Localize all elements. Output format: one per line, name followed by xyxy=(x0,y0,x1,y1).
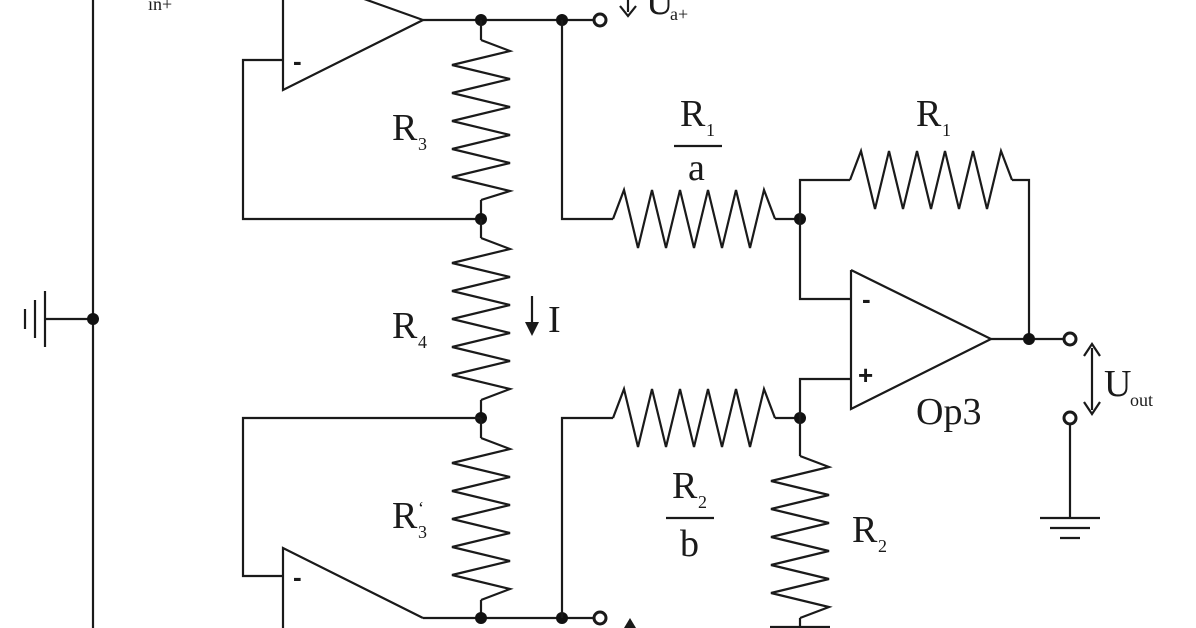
svg-text:R: R xyxy=(392,305,418,347)
svg-text:R: R xyxy=(672,465,698,507)
svg-text:4: 4 xyxy=(418,332,427,352)
resistor-r3 xyxy=(451,38,515,202)
ua-minus-terminal xyxy=(592,610,608,626)
svg-text:R: R xyxy=(392,107,418,149)
op3-minus: - xyxy=(862,284,871,314)
bottom-opamp-minus: - xyxy=(293,562,302,592)
resistor-r2-over-b xyxy=(611,385,777,448)
op3-triangle xyxy=(849,269,994,411)
svg-text:1: 1 xyxy=(706,120,715,140)
current-arrow-icon xyxy=(525,296,539,336)
svg-text:a: a xyxy=(688,147,705,189)
ua-terminal xyxy=(592,12,608,28)
svg-text:U: U xyxy=(1104,363,1131,405)
r4-label: R 4 xyxy=(392,305,427,352)
r3-prime-label: R ‘ 3 xyxy=(392,495,427,542)
wire-ua-to-r1a xyxy=(560,20,613,221)
ua-arrow-icon xyxy=(619,0,637,18)
op3-label: Op3 xyxy=(916,391,981,433)
ua-minus-arrow-icon xyxy=(624,618,636,628)
output-ground-icon xyxy=(1040,516,1100,540)
top-opamp-triangle xyxy=(281,0,426,92)
top-feedback-wire xyxy=(241,58,481,221)
resistor-r1 xyxy=(848,147,1014,210)
resistor-r3-prime xyxy=(451,436,514,602)
uout-terminal-top xyxy=(1062,331,1078,347)
svg-text:3: 3 xyxy=(418,522,427,542)
top-opamp-minus: - xyxy=(293,46,302,76)
svg-text:b: b xyxy=(680,523,699,565)
uout-terminal-bottom xyxy=(1062,410,1078,426)
r2-over-b-label: R 2 b xyxy=(666,465,714,565)
svg-text:‘: ‘ xyxy=(418,498,424,518)
uin-subscript: in+ xyxy=(148,0,172,14)
chassis-ground-icon xyxy=(23,291,47,347)
r1-label: R 1 xyxy=(916,93,951,140)
wire-node-to-op3-minus xyxy=(798,219,851,301)
wire-node-to-r1 xyxy=(798,178,850,219)
svg-text:2: 2 xyxy=(878,536,887,556)
wire-ua-minus-to-r2b xyxy=(560,416,613,618)
junction-dot-bottom-out-1 xyxy=(475,612,487,624)
svg-text:3: 3 xyxy=(418,134,427,154)
ua-label: U a+ xyxy=(646,0,688,24)
resistor-r4 xyxy=(451,236,514,402)
uout-label: U out xyxy=(1104,363,1153,410)
ua-subscript: a+ xyxy=(670,4,688,24)
svg-text:1: 1 xyxy=(942,120,951,140)
op3-plus: + xyxy=(858,360,873,390)
svg-text:R: R xyxy=(392,495,418,537)
current-label: I xyxy=(548,299,561,341)
bottom-feedback-wire xyxy=(241,416,481,578)
r3-label: R 3 xyxy=(392,107,427,154)
wire-r1-to-output xyxy=(1012,178,1031,339)
uin-label: in+ xyxy=(148,0,172,14)
r2-label: R 2 xyxy=(852,509,887,556)
junction-dot-output xyxy=(1023,333,1035,345)
svg-text:R: R xyxy=(916,93,942,135)
svg-text:2: 2 xyxy=(698,492,707,512)
uout-arrow-icon xyxy=(1083,342,1101,416)
junction-dot-left xyxy=(87,313,99,325)
wire-node-to-op3-plus xyxy=(798,377,851,418)
svg-text:R: R xyxy=(852,509,878,551)
bottom-opamp-triangle xyxy=(281,546,424,628)
resistor-r1-over-a xyxy=(611,186,777,249)
r1-over-a-label: R 1 a xyxy=(674,93,722,189)
svg-text:out: out xyxy=(1130,390,1153,410)
svg-text:R: R xyxy=(680,93,706,135)
ua-main: U xyxy=(646,0,673,23)
resistor-r2 xyxy=(770,454,833,620)
